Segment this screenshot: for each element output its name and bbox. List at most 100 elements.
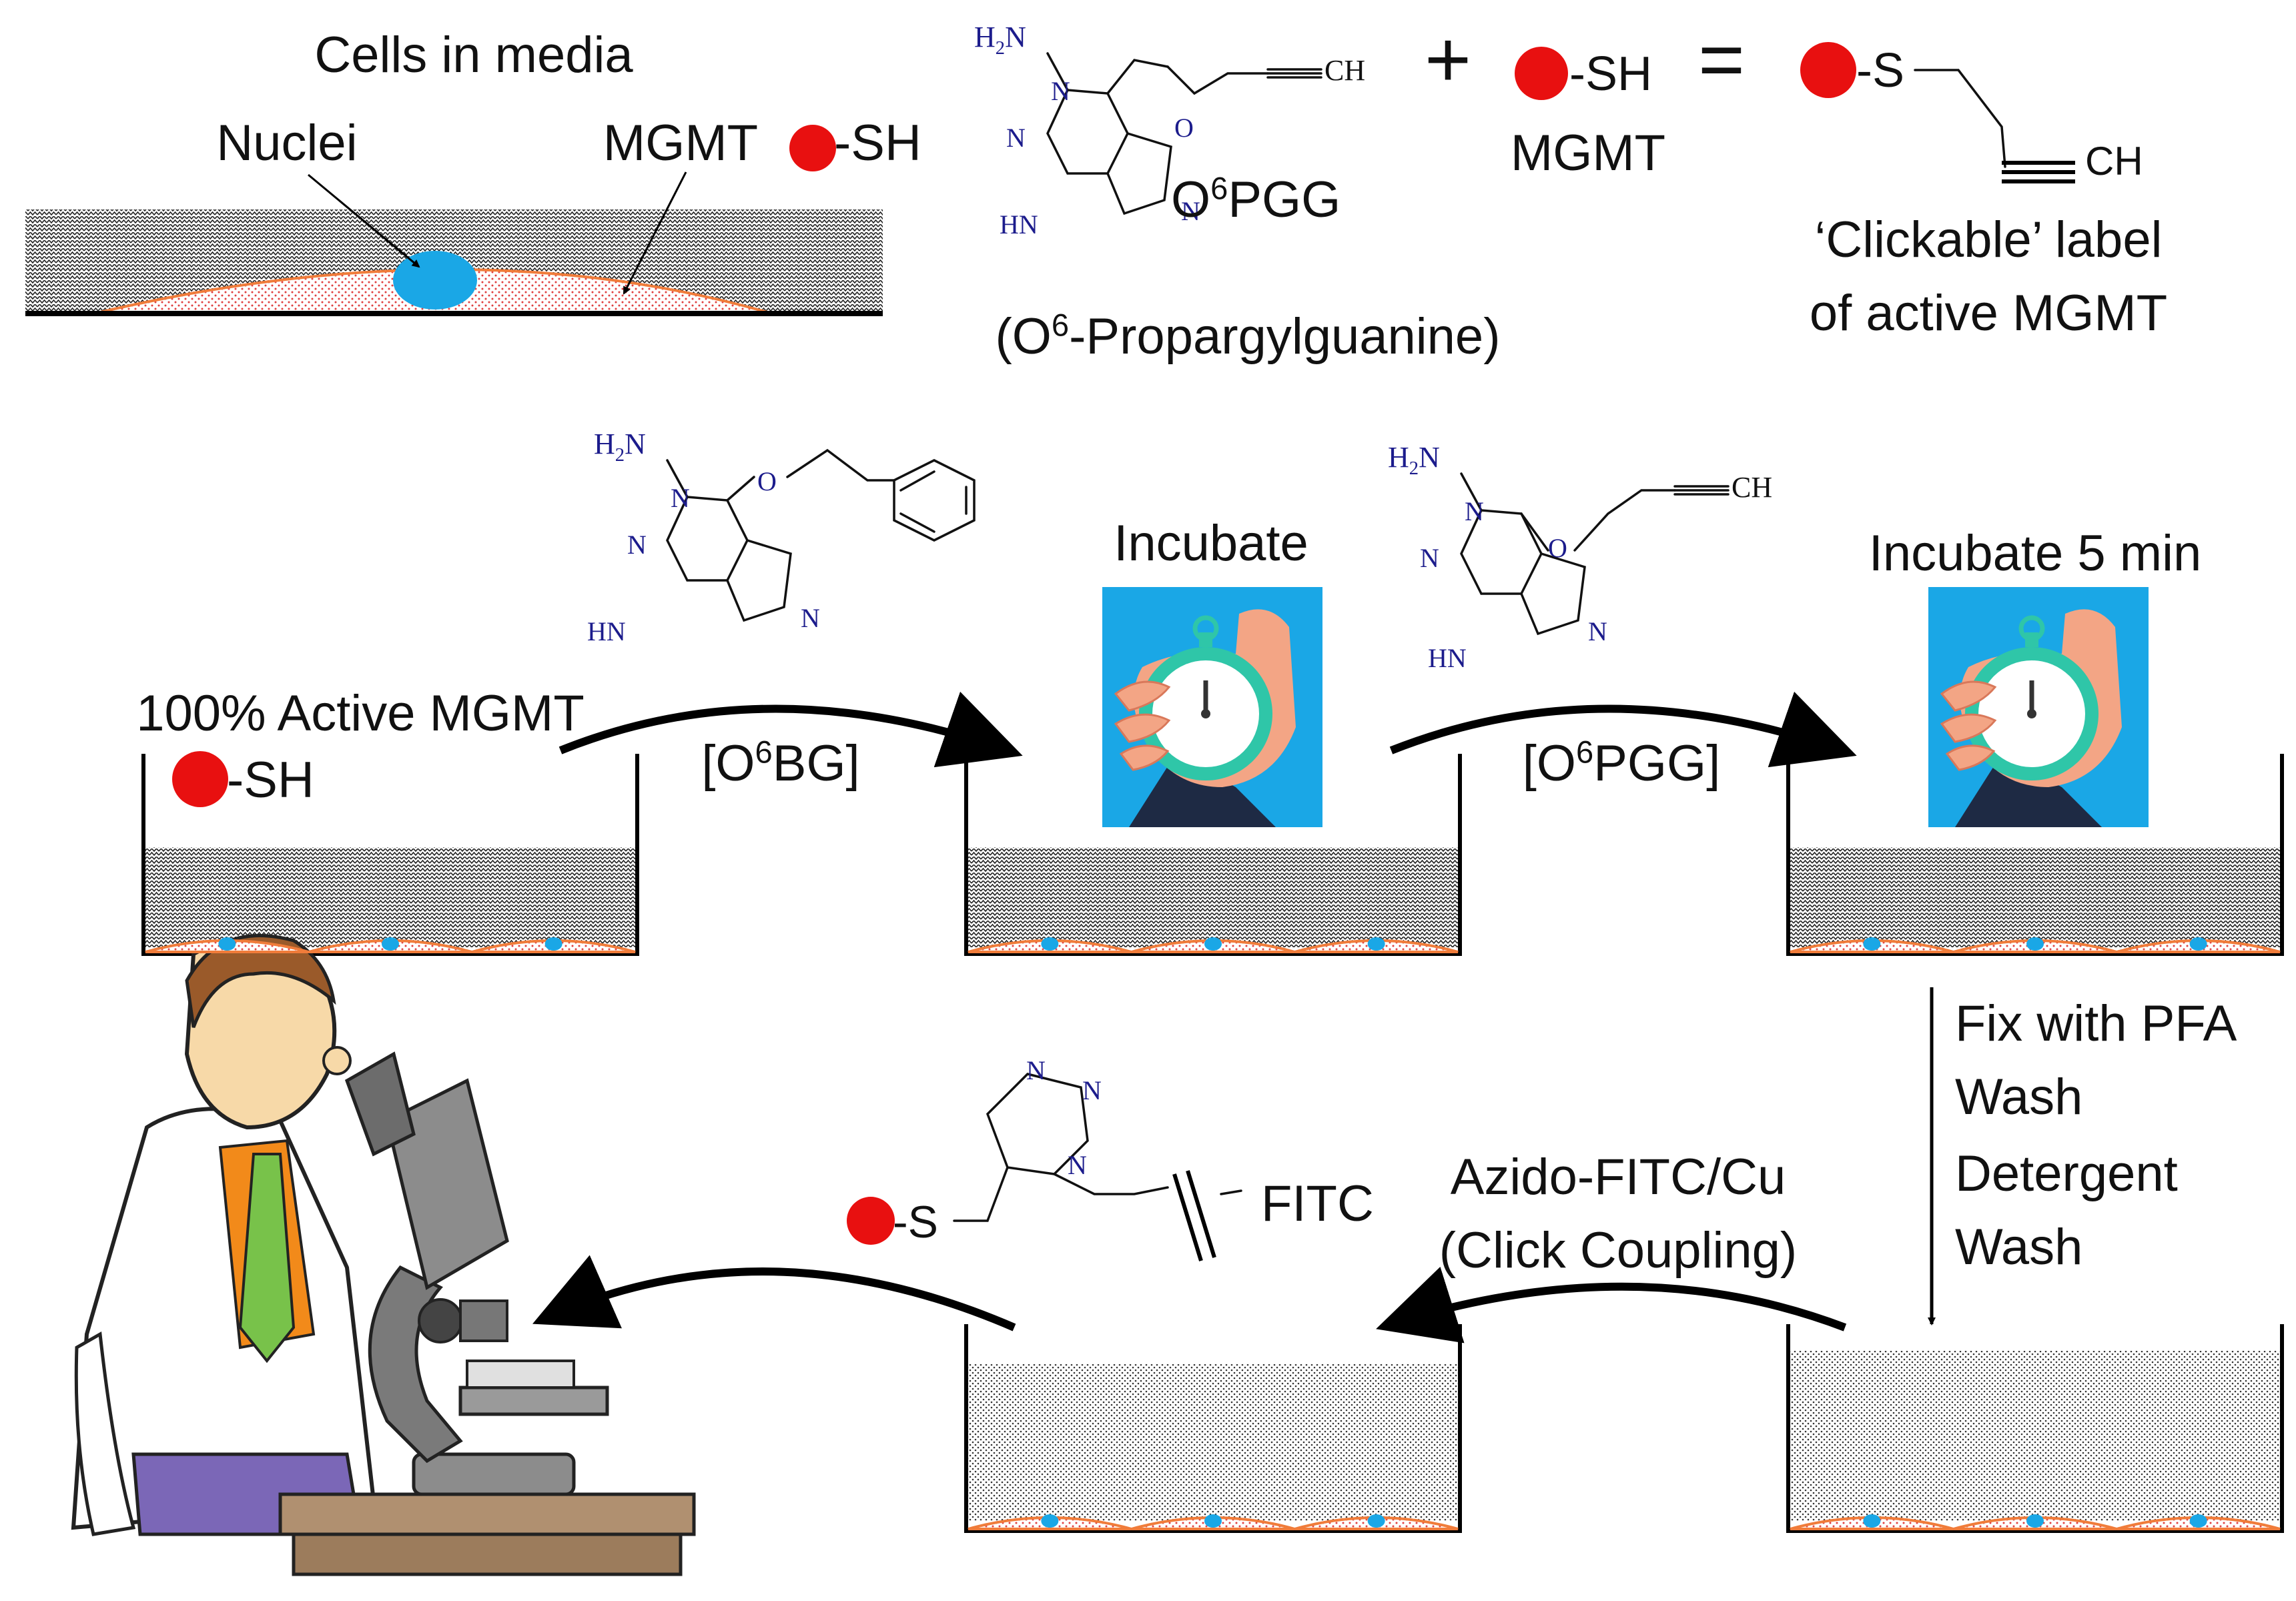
cells-well-5 [1790,1514,2281,1530]
svg-text:FITC: FITC [1261,1175,1374,1232]
lab-bench [278,1492,696,1536]
triazole-fitc-structure: -S N N N FITC [847,1055,1374,1261]
well-5 [1786,1324,2284,1533]
nuclei-label: Nuclei [216,115,357,171]
active-mgmt-label: 100% Active MGMT [136,685,585,742]
svg-text:O: O [1548,533,1567,563]
o6pgg-label: O6PGG [1171,170,1341,228]
reactant-mgmt-label: MGMT [1511,125,1665,181]
conjugate-mgmt-dot [847,1197,895,1245]
clickable-label-structure: -S CH [1800,42,2143,183]
svg-text:-S: -S [1856,44,1904,97]
incubate-label: Incubate [1114,515,1308,572]
svg-text:N: N [1082,1075,1102,1105]
click-coupling-line1: Azido-FITC/Cu [1451,1149,1786,1205]
cell-nucleus [1204,1514,1222,1528]
cell-nucleus [1367,1514,1385,1528]
svg-text:N: N [1068,1150,1087,1180]
mgmt-dot-product [1800,42,1856,98]
cell-nucleus [2026,1514,2044,1528]
scientist-microscope-illustration [71,934,696,1576]
cell-nucleus [1041,1514,1059,1528]
o6pgg-arrow [1389,691,1857,768]
cell-layer-illustration [25,171,883,316]
click-coupling-line2: (Click Coupling) [1439,1222,1797,1279]
svg-text:O: O [757,466,777,496]
clickable-caption-1: ‘Clickable’ label [1815,211,2163,268]
svg-text:N: N [1051,76,1070,106]
o6pgg-fullname: (O6-Propargylguanine) [995,307,1500,365]
svg-text:N: N [1006,123,1026,153]
svg-text:CH: CH [2085,139,2143,183]
cells-well-2 [968,937,1459,953]
svg-text:HN: HN [587,616,626,646]
o6pgg-structure-middle: H2N N N HN N O CH [1388,441,1772,673]
svg-text:N: N [801,603,820,633]
well-1 [141,754,639,956]
svg-text:H2N: H2N [974,21,1026,59]
o6pgg-structure: H2N N N HN N O CH [974,21,1365,239]
o6pgg-bracket-label: [O6PGG] [1523,734,1720,792]
nucleus [393,251,477,310]
cells-well-4 [968,1514,1459,1530]
microscope-icon [344,1051,609,1496]
o6bg-arrow [558,691,1023,768]
mgmt-label: MGMT [603,115,758,171]
hair [185,934,336,1028]
nuclei-pointer-arrow [308,173,420,268]
fix-step-3: Detergent [1955,1145,2178,1202]
cell-nucleus [1863,1514,1881,1528]
svg-text:N: N [1588,616,1607,646]
svg-text:HN: HN [1428,643,1467,673]
mgmt-dot-reactant [1515,47,1568,100]
click-arrow [1376,1266,1847,1344]
svg-text:HN: HN [1000,209,1038,239]
cell-nucleus [2026,937,2044,951]
svg-text:H2N: H2N [594,428,646,466]
cell-nucleus [1204,937,1222,951]
active-mgmt-sh: -SH [227,752,314,809]
fix-step-1: Fix with PFA [1955,995,2237,1052]
active-mgmt-dot [172,751,228,807]
svg-text:N: N [671,483,690,513]
fix-step-4: Wash [1955,1219,2082,1275]
svg-text:CH: CH [1324,54,1365,87]
svg-text:N: N [1465,496,1484,526]
svg-text:N: N [1181,196,1200,226]
cell-nucleus [382,937,399,951]
cells-well-3 [1790,937,2281,953]
reactant-sh: -SH [1569,47,1652,101]
svg-text:N: N [1026,1055,1046,1085]
well-3 [1786,754,2284,956]
o6bg-label: [O6BG] [701,734,859,792]
svg-text:N: N [1420,543,1439,573]
cell-nucleus [2189,937,2207,951]
cell-nucleus [1863,937,1881,951]
arm [74,1331,136,1536]
mgmt-pointer-arrow [623,171,687,295]
plus-sign: + [1425,15,1471,104]
cell-nucleus [1367,937,1385,951]
sh-label: -SH [834,115,921,171]
clickable-caption-2: of active MGMT [1810,285,2167,342]
svg-text:-S: -S [893,1197,938,1247]
o6bg-structure: H2N N N HN N O [587,428,976,646]
cell-nucleus [1041,937,1059,951]
cells-well-1 [145,937,636,953]
svg-text:O: O [1174,113,1194,143]
svg-text:H2N: H2N [1388,441,1440,479]
cell-nucleus [544,937,562,951]
to-microscope-arrow [532,1255,1016,1331]
svg-text:N: N [627,530,647,560]
cell-nucleus [218,937,236,951]
equals-sign: = [1698,15,1745,104]
well-4 [964,1324,1462,1533]
cell-nucleus [2189,1514,2207,1528]
well-2 [964,754,1462,956]
svg-text:CH: CH [1732,471,1772,504]
mgmt-dot [789,125,836,171]
fix-step-2: Wash [1955,1069,2082,1125]
cells-in-media-title: Cells in media [314,27,633,83]
incubate-5-min-label: Incubate 5 min [1869,525,2202,582]
